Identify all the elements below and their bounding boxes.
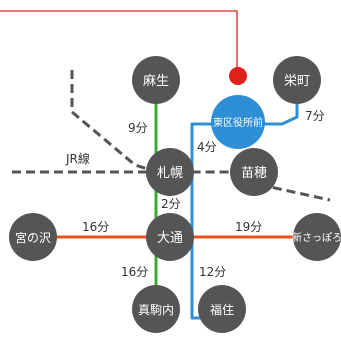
time-odori-shin-sapporo: 19分 xyxy=(235,220,262,234)
station-sakaemachi-marker xyxy=(273,56,321,104)
station-fukuzumi: 福住 xyxy=(198,285,246,333)
station-fukuzumi-marker xyxy=(198,285,246,333)
station-shin-sapporo-label: 新さっぽろ xyxy=(292,231,341,244)
toho-line xyxy=(190,82,299,320)
station-odori: 大通 xyxy=(146,213,194,261)
station-higashiku-label: 東区役所前 xyxy=(213,116,263,129)
station-naebo: 苗穂 xyxy=(230,148,278,196)
station-sakaemachi: 栄町 xyxy=(273,56,321,104)
station-naebo-label: 苗穂 xyxy=(241,166,267,181)
time-odori-makomanai: 16分 xyxy=(121,265,148,279)
station-miyanosawa-marker xyxy=(9,213,57,261)
station-higashiku-marker xyxy=(211,95,265,149)
station-odori-label: 大通 xyxy=(157,231,183,246)
time-azabu-sapporo: 9分 xyxy=(128,121,148,135)
station-azabu: 麻生 xyxy=(132,56,180,104)
station-shin-sapporo-marker xyxy=(293,213,341,261)
time-sakaemachi-higashiku: 7分 xyxy=(305,109,325,123)
station-azabu-marker xyxy=(132,56,180,104)
station-makomanai-marker xyxy=(132,285,180,333)
station-makomanai: 真駒内 xyxy=(132,285,180,333)
time-odori-fukuzumi: 12分 xyxy=(199,265,226,279)
time-miyanosawa-odori: 16分 xyxy=(82,220,109,234)
jr-line-label: JR線 xyxy=(65,151,90,166)
station-sapporo-label: 札幌 xyxy=(157,165,183,181)
pointer-line xyxy=(0,10,238,74)
station-fukuzumi-label: 福住 xyxy=(210,302,234,317)
station-sakaemachi-label: 栄町 xyxy=(284,74,310,89)
station-higashiku: 東区役所前 xyxy=(211,95,265,149)
station-shin-sapporo: 新さっぽろ xyxy=(292,213,341,261)
station-miyanosawa: 宮の沢 xyxy=(9,213,57,261)
time-higashiku-sapporo: 4分 xyxy=(197,140,217,154)
station-sapporo: 札幌 xyxy=(146,148,194,196)
station-makomanai-label: 真駒内 xyxy=(138,303,174,317)
time-sapporo-odori: 2分 xyxy=(161,197,181,211)
station-azabu-label: 麻生 xyxy=(143,74,169,89)
station-odori-marker xyxy=(146,213,194,261)
station-sapporo-marker xyxy=(146,148,194,196)
station-miyanosawa-label: 宮の沢 xyxy=(15,230,51,245)
pointer-dot xyxy=(229,67,247,85)
station-naebo-marker xyxy=(230,148,278,196)
